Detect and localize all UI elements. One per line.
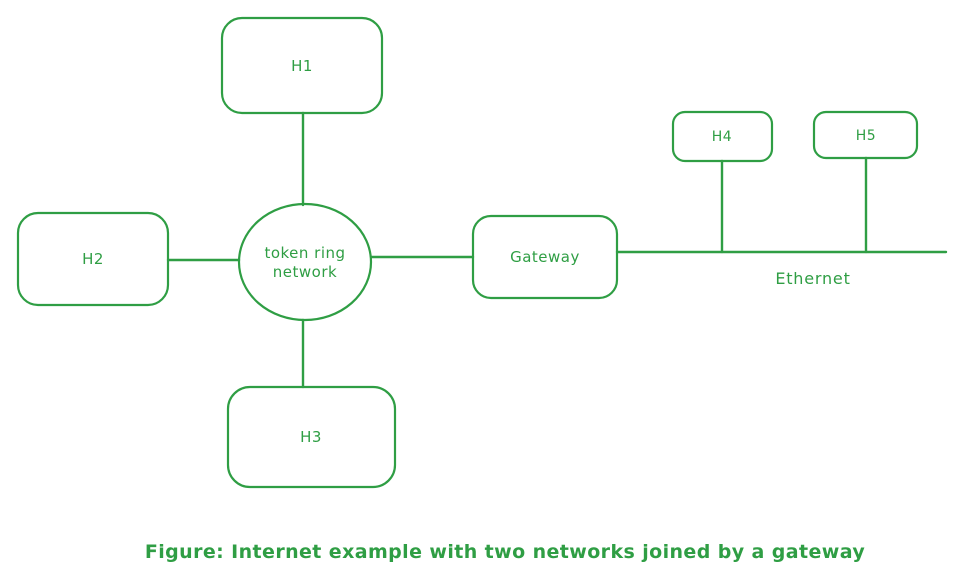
- h5-node: [812, 110, 919, 160]
- h5-label: H5: [856, 128, 876, 144]
- h1-label: H1: [291, 57, 313, 75]
- h2-label: H2: [82, 250, 104, 268]
- token-ring-label-line1: token ring: [264, 244, 345, 262]
- h3-label: H3: [300, 428, 322, 446]
- h2-node: [16, 211, 170, 307]
- h3-node: [226, 385, 397, 489]
- ethernet-label: Ethernet: [775, 269, 850, 288]
- h1-node: [220, 16, 384, 115]
- figure-caption: Figure: Internet example with two networ…: [145, 541, 865, 563]
- token-ring-circle: [237, 202, 373, 322]
- h4-label: H4: [712, 129, 732, 145]
- token-ring-label-line2: network: [273, 263, 337, 281]
- gateway-label: Gateway: [510, 248, 580, 266]
- h4-node: [671, 110, 774, 163]
- gateway-node: [471, 214, 619, 300]
